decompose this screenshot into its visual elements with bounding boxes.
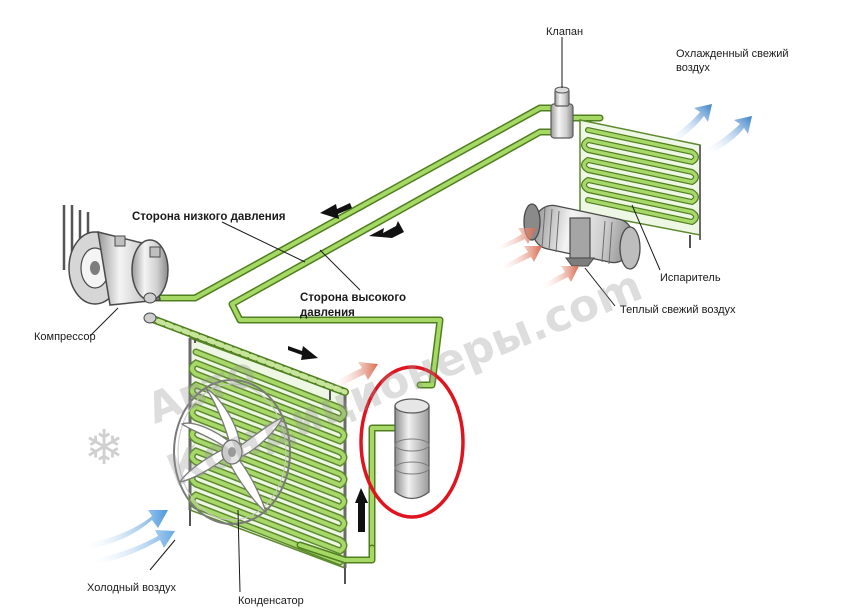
air-arrows bbox=[80, 104, 752, 565]
compressor-label: Компрессор bbox=[34, 331, 96, 343]
snowflake-icon: ❄ bbox=[84, 420, 125, 476]
cold-air-label: Холодный воздух bbox=[87, 582, 177, 594]
condenser bbox=[188, 333, 348, 584]
valve-label: Клапан bbox=[546, 26, 584, 38]
compressor bbox=[62, 205, 169, 324]
cooled-air-label-2: воздух bbox=[676, 62, 710, 74]
receiver-drier bbox=[394, 398, 430, 500]
flow-arrows bbox=[288, 203, 404, 532]
blower bbox=[523, 203, 641, 270]
leader-lines bbox=[89, 37, 661, 593]
evaporator bbox=[579, 119, 701, 248]
highlight-circle bbox=[359, 365, 465, 519]
refrigerant-pipes bbox=[146, 104, 604, 564]
warm-air-label: Теплый свежий воздух bbox=[620, 304, 736, 316]
high-pressure-label-1: Сторона высокого bbox=[300, 292, 406, 304]
evaporator-label: Испаритель bbox=[660, 272, 721, 284]
low-pressure-label: Сторона низкого давления bbox=[132, 211, 286, 223]
condenser-label: Конденсатор bbox=[238, 595, 304, 607]
fan bbox=[173, 379, 291, 525]
high-pressure-label-2: давления bbox=[300, 307, 355, 319]
expansion-valve bbox=[550, 70, 574, 139]
cooled-air-label-1: Охлажденный свежий bbox=[676, 48, 789, 60]
